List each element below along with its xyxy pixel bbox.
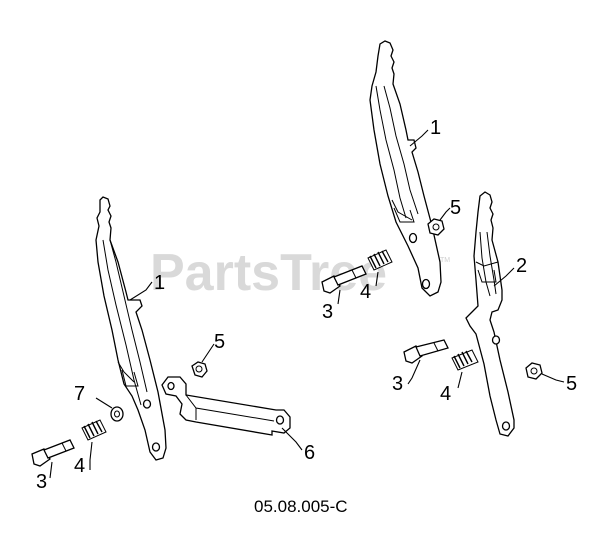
- callout-bolt-right-lower: 3: [392, 373, 403, 395]
- callout-spring-left: 4: [74, 455, 85, 477]
- nut-right-lower[interactable]: [525, 362, 543, 380]
- callout-nut-right-lower: 5: [566, 373, 577, 395]
- spring-left[interactable]: [81, 419, 107, 441]
- bolt-right-lower[interactable]: [403, 339, 449, 364]
- washer-left[interactable]: [110, 406, 124, 422]
- callout-nut-right-upper: 5: [450, 197, 461, 219]
- spring-right-upper[interactable]: [367, 249, 393, 271]
- lever-right-lower[interactable]: [465, 191, 515, 437]
- bolt-left[interactable]: [31, 439, 75, 467]
- nut-left[interactable]: [191, 361, 208, 378]
- bolt-right-upper[interactable]: [321, 265, 367, 294]
- watermark-trademark: TM: [440, 257, 450, 264]
- callout-lever-right-lower: 2: [516, 255, 527, 277]
- callout-bracket-left: 6: [304, 442, 315, 464]
- callout-lever-right-upper: 1: [430, 117, 441, 139]
- callout-bolt-left: 3: [36, 471, 47, 493]
- callout-lever-left: 1: [154, 272, 165, 294]
- bracket-left[interactable]: [161, 376, 291, 436]
- callout-washer-left: 7: [74, 383, 85, 405]
- lever-left[interactable]: [95, 196, 167, 461]
- nut-right-upper[interactable]: [427, 218, 445, 236]
- spring-right-lower[interactable]: [451, 349, 479, 371]
- lever-right-upper[interactable]: [369, 40, 442, 297]
- callout-spring-right-upper: 4: [360, 281, 371, 303]
- callout-spring-right-lower: 4: [440, 383, 451, 405]
- callout-nut-left: 5: [214, 331, 225, 353]
- callout-bolt-right-upper: 3: [322, 301, 333, 323]
- diagram-code: 05.08.005-C: [254, 497, 348, 516]
